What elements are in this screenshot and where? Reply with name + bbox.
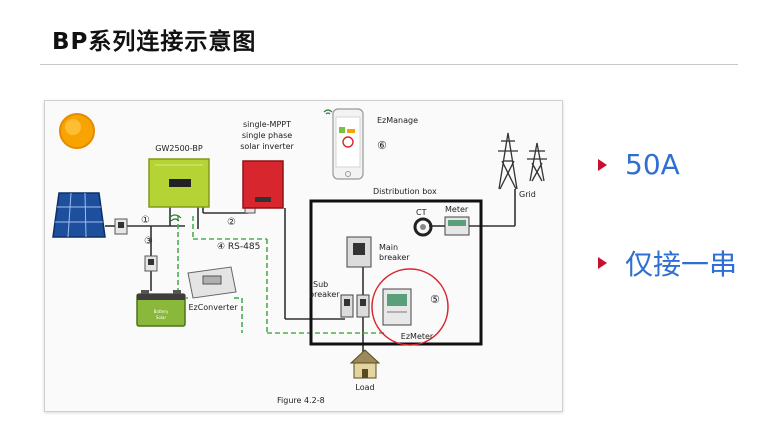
- ezmeter-highlight-circle: [371, 268, 449, 346]
- note-item-single-string: 仅接一串: [598, 243, 737, 283]
- bp-inverter-label: GW2500-BP: [155, 144, 203, 153]
- grid-tower-icon: [498, 132, 547, 190]
- solar-inverter-device: [242, 160, 284, 209]
- connection-number-1: ①: [141, 215, 150, 226]
- bullet-triangle-icon: [598, 257, 607, 269]
- house-load-icon: [349, 349, 381, 379]
- ct-icon: [413, 217, 433, 237]
- bp-inverter-device: [148, 158, 210, 208]
- title-divider: [40, 64, 738, 65]
- ezmanage-label: EzManage: [377, 116, 418, 125]
- main-breaker-label-1: Main: [379, 243, 398, 252]
- solar-inverter-label-1: single-MPPT: [243, 120, 291, 129]
- connection-number-3: ③: [144, 236, 153, 247]
- load-label: Load: [355, 383, 374, 392]
- battery-device: [136, 290, 186, 327]
- sun-icon: [59, 113, 95, 149]
- ct-label: CT: [416, 208, 427, 217]
- distribution-box-label: Distribution box: [373, 187, 437, 196]
- main-breaker-device: [346, 236, 372, 268]
- battery-text-1: Battery: [154, 309, 169, 314]
- main-breaker-label-2: breaker: [379, 253, 410, 262]
- phone-app-icon: [332, 108, 364, 180]
- bullet-triangle-icon: [598, 158, 607, 171]
- grid-meter-device: [444, 216, 470, 236]
- connection-number-5: ⑤: [430, 293, 440, 306]
- dc-breaker-3: [144, 255, 158, 272]
- dc-breaker-1: [114, 218, 128, 235]
- rs485-label: ④ RS-485: [217, 242, 260, 252]
- meter-label: Meter: [445, 205, 469, 214]
- note-text: 仅接一串: [625, 248, 738, 281]
- note-text: 50A: [625, 148, 680, 181]
- ezconverter-device: [187, 266, 237, 299]
- wifi-icon: [168, 214, 182, 222]
- sub-breaker-label-1: Sub: [313, 280, 328, 289]
- battery-text-2: Solar: [156, 315, 167, 320]
- ezmeter-label: EzMeter: [401, 332, 434, 341]
- ezconverter-label: EzConverter: [188, 303, 238, 312]
- sub-breaker-device: [340, 294, 370, 318]
- solar-panel-icon: [52, 192, 106, 238]
- grid-label: Grid: [519, 190, 536, 199]
- page-title: BP系列连接示意图: [52, 29, 257, 55]
- wifi-signal-icon: [323, 109, 333, 115]
- communication-wires: [177, 216, 385, 334]
- sub-breaker-label-2: breaker: [309, 290, 340, 299]
- note-item-50a: 50A: [598, 148, 680, 181]
- solar-inverter-label-3: solar inverter: [240, 142, 294, 151]
- ezmanage-number: ⑥: [377, 139, 387, 152]
- ezmeter-device: [382, 288, 412, 326]
- connection-number-2: ②: [227, 217, 236, 228]
- connection-diagram-panel: GW2500-BP ① ② ③ ④ RS-485 Battery Solar E…: [44, 100, 563, 412]
- figure-caption: Figure 4.2-8: [277, 396, 325, 405]
- ac-dc-wires: [105, 189, 516, 376]
- connection-diagram: GW2500-BP ① ② ③ ④ RS-485 Battery Solar E…: [52, 108, 547, 405]
- solar-inverter-label-2: single phase: [242, 131, 292, 140]
- distribution-box-frame: [309, 199, 483, 346]
